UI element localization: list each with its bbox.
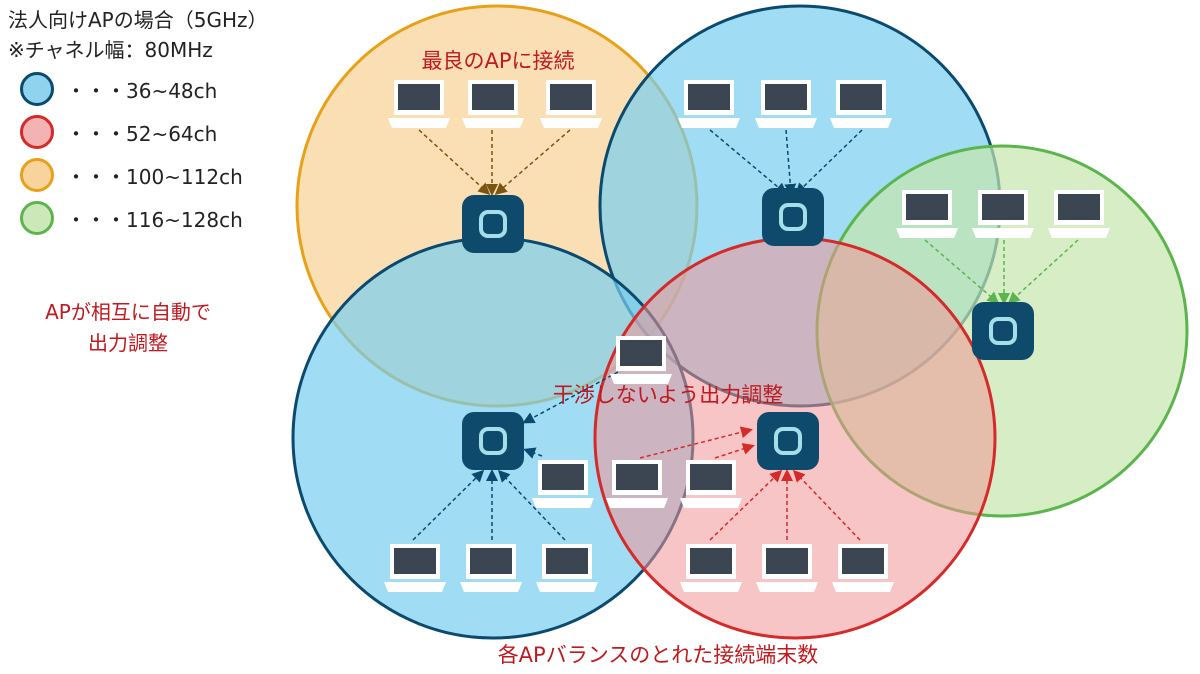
laptop-icon	[1048, 190, 1110, 238]
legend-label: ・・・52~64ch	[66, 121, 218, 146]
laptop-icon	[384, 544, 446, 592]
legend-subtitle: ※チャネル幅：80MHz	[8, 38, 213, 62]
laptop-icon	[830, 80, 892, 128]
legend-label: ・・・116~128ch	[66, 207, 243, 232]
laptop-icon	[606, 460, 668, 508]
legend-swatch	[20, 115, 54, 149]
laptop-icon	[680, 544, 742, 592]
laptop-icon	[536, 544, 598, 592]
access-point-icon	[762, 188, 824, 246]
laptop-icon	[832, 544, 894, 592]
side-note: APが相互に自動で 出力調整	[28, 296, 228, 356]
laptop-icon	[678, 80, 740, 128]
laptop-icon	[388, 80, 450, 128]
laptop-icon	[680, 460, 742, 508]
laptop-icon	[972, 190, 1034, 238]
label-best-ap: 最良のAPに接続	[421, 49, 574, 73]
access-point-icon	[757, 412, 819, 470]
laptop-icon	[532, 460, 594, 508]
laptop-icon	[896, 190, 958, 238]
laptop-icon	[460, 544, 522, 592]
laptop-icon	[756, 544, 818, 592]
access-point-icon	[462, 412, 524, 470]
access-point-icon	[462, 195, 524, 253]
laptop-icon	[610, 336, 672, 384]
side-note-line2: 出力調整	[88, 331, 168, 355]
legend-item: ・・・116~128ch	[20, 201, 243, 235]
legend-swatch	[20, 201, 54, 235]
legend-swatch	[20, 72, 54, 106]
laptop-icon	[540, 80, 602, 128]
legend-swatch	[20, 158, 54, 192]
legend-item: ・・・100~112ch	[20, 158, 243, 192]
laptop-icon	[755, 80, 817, 128]
legend-label: ・・・36~48ch	[66, 78, 218, 103]
legend-item: ・・・36~48ch	[20, 72, 217, 106]
legend-label: ・・・100~112ch	[66, 164, 243, 189]
access-point-icon	[972, 302, 1034, 360]
label-balanced: 各APバランスのとれた接続端末数	[498, 643, 819, 667]
legend-title: 法人向けAPの場合（5GHz）	[8, 8, 268, 32]
legend-item: ・・・52~64ch	[20, 115, 217, 149]
side-note-line1: APが相互に自動で	[45, 300, 211, 324]
connection-arrows	[412, 129, 1079, 541]
label-no-interference: 干渉しないよう出力調整	[553, 383, 784, 407]
laptop-icon	[462, 80, 524, 128]
